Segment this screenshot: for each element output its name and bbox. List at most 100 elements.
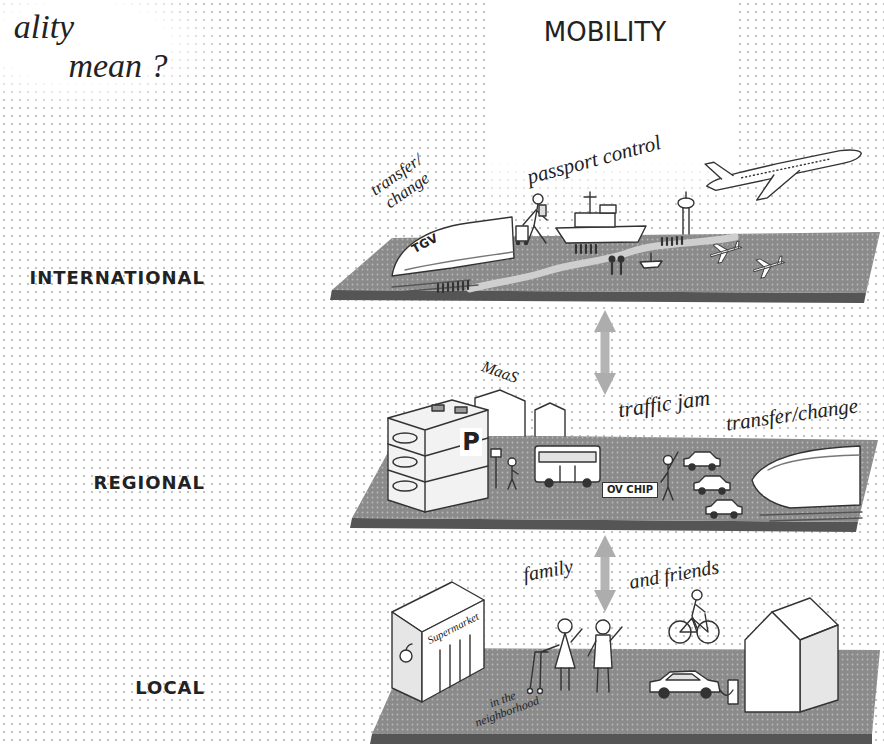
supermarket-building bbox=[392, 582, 484, 702]
parking-garage bbox=[388, 410, 488, 512]
crowd-marks bbox=[438, 237, 682, 292]
cyclist bbox=[680, 614, 708, 632]
traveller-with-suitcase bbox=[525, 242, 528, 245]
cyclist bbox=[692, 600, 705, 628]
regional-train bbox=[768, 455, 860, 470]
traveller-with-suitcase bbox=[533, 194, 543, 204]
parking-garage bbox=[388, 400, 488, 512]
parked-plane bbox=[708, 238, 744, 265]
handwritten-note: in the neighborhood bbox=[464, 680, 546, 731]
traveller-with-suitcase bbox=[534, 204, 538, 226]
parking-sign-letter: P bbox=[462, 429, 480, 455]
parked-plane bbox=[708, 238, 744, 265]
parking-garage bbox=[393, 433, 417, 443]
airliner bbox=[705, 159, 733, 182]
diagram-title: MOBILITY bbox=[544, 18, 666, 47]
man-waving bbox=[588, 620, 622, 692]
cruise-ship bbox=[556, 226, 646, 243]
ov-chip-sign: OV CHIP bbox=[602, 482, 658, 498]
layer-transition-arrow bbox=[601, 557, 610, 590]
handwritten-note: and friends bbox=[627, 555, 720, 592]
illustration bbox=[388, 132, 866, 712]
handwritten-note: traffic jam bbox=[617, 386, 712, 423]
parking-garage bbox=[432, 405, 444, 411]
bus bbox=[545, 479, 553, 487]
control-tower bbox=[683, 208, 689, 234]
crowd-marks bbox=[612, 262, 621, 274]
parking-garage bbox=[393, 481, 417, 491]
cruise-ship bbox=[600, 205, 616, 213]
bus-stop bbox=[491, 449, 501, 457]
maas-buildings bbox=[535, 403, 565, 436]
airliner bbox=[752, 170, 803, 201]
shop-sign-text: Supermarket bbox=[425, 610, 481, 646]
platform-slab bbox=[372, 648, 880, 734]
layer-name: INTERNATIONAL bbox=[29, 268, 205, 289]
cyclist bbox=[692, 590, 702, 600]
woman-with-walker bbox=[538, 689, 543, 694]
regional-train bbox=[760, 512, 862, 521]
house bbox=[800, 625, 838, 712]
parking-garage bbox=[388, 400, 488, 512]
tgv-train bbox=[405, 252, 513, 270]
traveller-with-suitcase bbox=[516, 226, 528, 241]
car bbox=[731, 512, 737, 518]
parked-plane bbox=[751, 253, 787, 280]
parked-plane bbox=[751, 253, 787, 280]
control-tower bbox=[685, 192, 686, 198]
background-fade bbox=[0, 0, 230, 114]
electric-car bbox=[666, 674, 700, 680]
crowd-marks bbox=[438, 281, 468, 292]
layer-transition-arrow bbox=[601, 332, 610, 373]
small-boat bbox=[640, 253, 662, 268]
regional-train bbox=[752, 446, 862, 521]
supermarket-building bbox=[422, 600, 484, 702]
car bbox=[719, 488, 725, 494]
woman-with-walker bbox=[528, 689, 533, 694]
car bbox=[689, 464, 695, 470]
electric-car bbox=[701, 688, 711, 698]
woman-with-walker bbox=[530, 645, 559, 690]
cruise-ship bbox=[584, 192, 596, 213]
platform-slab bbox=[332, 232, 880, 293]
platform-slab bbox=[352, 434, 878, 522]
bus bbox=[539, 452, 596, 462]
bus-stop bbox=[508, 458, 516, 466]
waving-person bbox=[661, 452, 678, 500]
tgv-train bbox=[392, 217, 514, 276]
handwritten-note: transfer/change bbox=[725, 394, 860, 435]
supermarket-building bbox=[440, 635, 470, 692]
control-tower bbox=[678, 192, 694, 234]
charging-post bbox=[728, 680, 738, 704]
man-waving bbox=[588, 627, 622, 692]
heading-fragment: ality bbox=[14, 8, 74, 45]
bus bbox=[535, 446, 600, 482]
platform-slab bbox=[352, 434, 878, 522]
platform-slab bbox=[350, 518, 858, 532]
airliner bbox=[742, 159, 832, 178]
crowd-marks bbox=[576, 245, 596, 253]
cruise-ship bbox=[575, 213, 615, 227]
platform-slab bbox=[325, 222, 884, 310]
platform-slab bbox=[332, 232, 880, 293]
house bbox=[745, 612, 800, 712]
woman-with-walker bbox=[555, 633, 575, 668]
control-tower bbox=[678, 198, 694, 208]
tgv-train bbox=[392, 217, 514, 276]
bus bbox=[535, 446, 600, 487]
platform-slab bbox=[330, 290, 866, 303]
traveller-with-suitcase bbox=[517, 242, 520, 245]
handwritten-note: MaaS bbox=[479, 357, 520, 386]
electric-car bbox=[659, 688, 669, 698]
car bbox=[709, 464, 715, 470]
cyclist bbox=[669, 590, 719, 643]
car bbox=[706, 500, 742, 518]
man-waving bbox=[594, 635, 612, 668]
handwritten-note: transfer/ change bbox=[359, 145, 446, 222]
charging-post bbox=[720, 690, 733, 695]
bus-stop bbox=[491, 449, 518, 489]
charging-post bbox=[720, 680, 738, 704]
car bbox=[706, 500, 742, 514]
car bbox=[684, 452, 720, 470]
